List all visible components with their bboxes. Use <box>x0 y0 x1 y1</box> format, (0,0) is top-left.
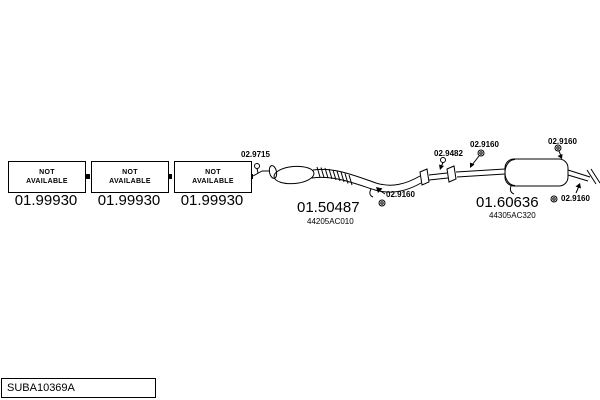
mid-pipe-nut-icon <box>376 187 386 207</box>
rear-muffler-drawing <box>504 158 569 195</box>
not-available-box-3: NOT AVAILABLE <box>174 161 252 193</box>
inlet-pipe-drawing <box>455 168 506 178</box>
top-right-nut-icon <box>554 144 563 159</box>
diagram-code: SUBA10369A <box>7 382 75 394</box>
not-available-box-1: NOT AVAILABLE <box>8 161 86 193</box>
resonator-drawing <box>262 165 315 185</box>
not-available-box-2: NOT AVAILABLE <box>91 161 169 193</box>
fastener-label-inlet-nut: 02.9160 <box>470 140 499 149</box>
part-number-middle-pipe: 01.50487 <box>297 199 360 216</box>
flex-pipe-drawing <box>311 166 422 198</box>
diagram-code-box: SUBA10369A <box>1 378 156 398</box>
mid-bolt-icon <box>439 157 446 170</box>
inlet-nut-icon <box>470 149 485 168</box>
part-number-na-2: 01.99930 <box>97 192 161 209</box>
outlet-nut-icon <box>550 183 581 203</box>
front-bolt-icon <box>252 163 263 177</box>
fastener-label-front-bolt: 02.9715 <box>241 150 270 159</box>
fastener-label-mid-bolt: 02.9482 <box>434 149 463 158</box>
fastener-label-mid-pipe-nut: 02.9160 <box>386 190 415 199</box>
fastener-label-top-right-nut: 02.9160 <box>548 137 577 146</box>
not-available-text: NOT <box>205 169 221 176</box>
oem-number-middle-pipe: 44205AC010 <box>307 217 354 226</box>
oem-number-rear-muffler: 44305AC320 <box>489 211 536 220</box>
not-available-text: AVAILABLE <box>192 178 234 185</box>
fastener-label-outlet-nut: 02.9160 <box>561 194 590 203</box>
part-number-na-3: 01.99930 <box>180 192 244 209</box>
not-available-text: NOT <box>39 169 55 176</box>
not-available-text: AVAILABLE <box>109 178 151 185</box>
part-number-rear-muffler: 01.60636 <box>476 194 539 211</box>
flange-drawing <box>419 165 457 186</box>
not-available-text: NOT <box>122 169 138 176</box>
tailpipe-drawing <box>567 168 600 185</box>
part-number-na-1: 01.99930 <box>14 192 78 209</box>
not-available-text: AVAILABLE <box>26 178 68 185</box>
